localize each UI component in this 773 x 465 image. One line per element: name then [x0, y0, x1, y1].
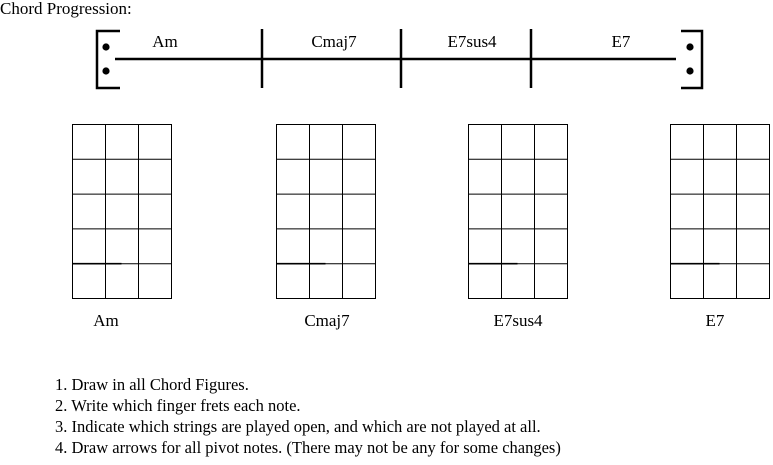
grid-border [670, 124, 770, 299]
progression-chord-label: E7 [612, 32, 631, 51]
repeat-end-bracket [681, 29, 704, 90]
instruction-item: 4. Draw arrows for all pivot notes. (The… [55, 438, 561, 457]
chord-figure-grid-cmaj7[interactable] [276, 124, 376, 299]
instruction-item: 3. Indicate which strings are played ope… [55, 417, 541, 436]
progression-chord-label: E7sus4 [447, 32, 497, 51]
grid-border [468, 124, 568, 299]
repeat-start-dot-bottom [102, 67, 110, 75]
instruction-item: 1. Draw in all Chord Figures. [55, 375, 249, 394]
progression-chord-label: Am [152, 32, 178, 51]
grid-border [72, 124, 172, 299]
repeat-end-dot-top [686, 43, 694, 51]
chord-figure-label: E7 [705, 311, 725, 330]
chord-figure-grid-e7[interactable] [670, 124, 770, 299]
repeat-end-dot-bottom [686, 67, 694, 75]
chord-figure-label: E7sus4 [493, 311, 543, 330]
chord-figure-label: Am [93, 311, 119, 330]
repeat-start-dot-top [102, 43, 110, 51]
page-heading: Chord Progression: [0, 0, 132, 18]
instructions-list: 1. Draw in all Chord Figures. 2. Write w… [55, 374, 561, 458]
grid-border [276, 124, 376, 299]
chord-figure-grid-am[interactable] [72, 124, 172, 299]
progression-chord-label: Cmaj7 [311, 32, 357, 51]
chord-figure-grid-e7sus4[interactable] [468, 124, 568, 299]
chord-figure-label: Cmaj7 [304, 311, 350, 330]
progression-staff: Am Cmaj7 E7sus4 E7 [95, 29, 704, 90]
repeat-start-bracket [95, 29, 120, 90]
instruction-item: 2. Write which finger frets each note. [55, 396, 301, 415]
